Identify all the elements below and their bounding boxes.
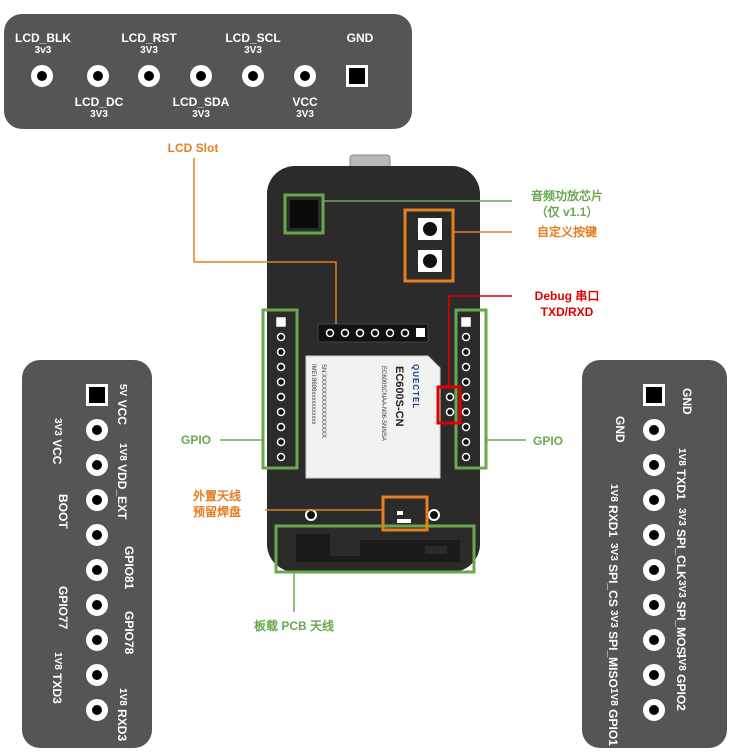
pin-label-gnd-right-1: GND <box>680 387 694 415</box>
left-pin-7 <box>86 594 108 616</box>
right-pin-9 <box>643 664 665 686</box>
module-model: EC600S-CN <box>393 366 405 427</box>
pin-label-txd3: 1V8 TXD3 <box>50 652 64 704</box>
debug-leader <box>448 295 512 387</box>
right-pin-5 <box>643 524 665 546</box>
module-serial: SN:XXXXXXXXXXXXXXXX <box>320 364 326 439</box>
pin-label-vcc-3v3: 3V3 VCC <box>50 418 64 465</box>
left-pin-vcc-5v <box>86 384 108 406</box>
gpio-right-label: GPIO <box>532 434 563 448</box>
right-pin-4 <box>643 489 665 511</box>
audio-amp-highlight <box>283 193 325 235</box>
module-brand: QUECTEL <box>411 364 420 410</box>
pin-label-boot: BOOT <box>56 493 70 529</box>
right-pin-8 <box>643 629 665 651</box>
module-imei: IMEI:8698xxxxxxxxxxx <box>310 364 316 425</box>
left-pin-2 <box>86 419 108 441</box>
right-pin-2 <box>643 419 665 441</box>
left-pin-5 <box>86 524 108 546</box>
pcb-antenna-label: 板载 PCB 天线 <box>253 619 334 633</box>
left-gpio-highlight <box>261 308 299 470</box>
pcb-antenna-highlight <box>274 524 476 574</box>
left-pin-3 <box>86 454 108 476</box>
custom-key-label: 自定义按键 <box>536 225 597 239</box>
left-pin-9 <box>86 664 108 686</box>
pin-label-spi-miso: 3V3 SPI_MISO <box>606 610 620 688</box>
top-pin-lcd-rst <box>138 65 160 87</box>
top-pin-lcd-dc <box>87 65 109 87</box>
pin-label-txd1: 1V8 TXD1 <box>674 448 688 500</box>
pin-label-gnd-top: GND <box>346 31 374 45</box>
custom-key-highlight <box>403 208 455 283</box>
right-pin-7 <box>643 594 665 616</box>
lcd-slot-leader <box>193 158 337 324</box>
right-pin-gnd <box>643 384 665 406</box>
pin-label-spi-mosi: 3V3 SPI_MOSI <box>674 580 688 658</box>
gpio-left-label: GPIO <box>180 433 211 447</box>
pin-label-gpio1: 1V8 GPIO1 <box>606 688 620 746</box>
audio-amp-label: 音频功放芯片（仅 v1.1） <box>530 189 603 219</box>
module-part-number: EC600SCNAA-N06-SNNSA <box>380 366 386 441</box>
right-gpio-header <box>461 317 471 462</box>
left-pin-10 <box>86 699 108 721</box>
left-pin-6 <box>86 559 108 581</box>
pin-label-vdd-ext: 1V8 VDD_EXT <box>115 443 129 520</box>
pin-label-gpio2: 1V8 GPIO2 <box>674 653 688 711</box>
mounting-hole-left <box>305 509 317 521</box>
top-pin-vcc <box>294 65 316 87</box>
pin-label-gpio81: GPIO81 <box>122 546 136 590</box>
left-pin-4 <box>86 489 108 511</box>
pin-label-rxd1: 1V8 RXD1 <box>606 484 620 538</box>
pin-label-rxd3: 1V8 RXD3 <box>115 688 129 742</box>
pin-label-gpio77: GPIO77 <box>56 586 70 630</box>
module-label-block: QUECTEL EC600S-CN EC600SCNAA-N06-SNNSA S… <box>308 360 438 475</box>
mounting-hole-right <box>428 509 440 521</box>
top-pin-lcd-blk <box>31 65 53 87</box>
right-gpio-highlight <box>454 308 488 470</box>
pin-label-vcc-5v: 5V VCC <box>115 384 129 425</box>
top-pin-lcd-scl <box>242 65 264 87</box>
right-pin-3 <box>643 454 665 476</box>
lcd-slot-label: LCD Slot <box>167 141 219 155</box>
pin-label-spi-clk: 3V3 SPI_CLK <box>674 508 688 580</box>
audio-amp-chip <box>290 200 318 228</box>
external-antenna-label: 外置天线预留焊盘 <box>192 489 241 519</box>
right-pin-10 <box>643 699 665 721</box>
top-pin-lcd-sda <box>190 65 212 87</box>
pin-label-spi-cs: 3V3 SPI_CS <box>606 543 620 607</box>
top-pin-gnd <box>346 65 368 87</box>
left-gpio-header <box>276 317 286 462</box>
pin-label-gpio78: GPIO78 <box>122 611 136 655</box>
left-pin-8 <box>86 629 108 651</box>
external-antenna-highlight <box>381 495 429 532</box>
right-pin-6 <box>643 559 665 581</box>
pcb-antenna-trace <box>296 534 460 562</box>
pin-label-gnd-right-2: GND <box>613 415 627 443</box>
